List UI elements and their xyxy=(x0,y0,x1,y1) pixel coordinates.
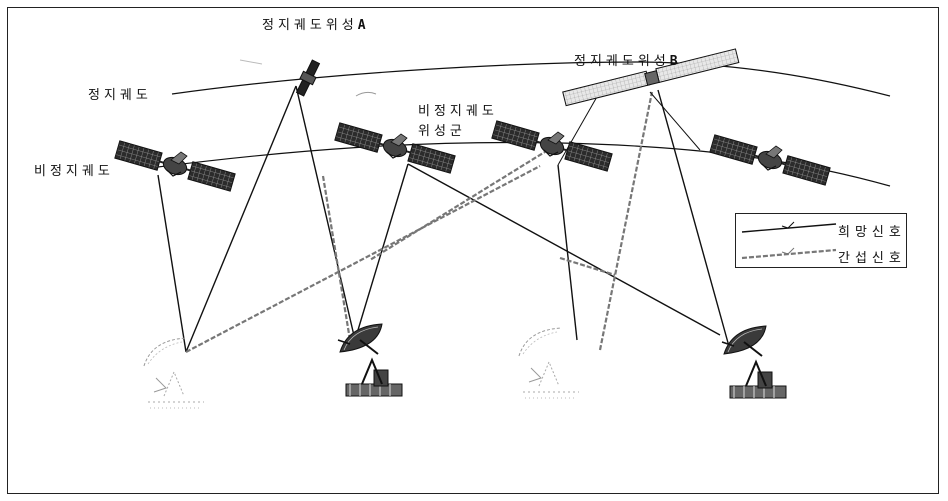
ngso-satellite-1 xyxy=(114,140,236,192)
legend-desired-signal: 희망신호 xyxy=(736,216,906,242)
earth-station-2 xyxy=(337,323,403,397)
geo-satellite-a xyxy=(295,59,321,97)
geo-satellite-a-label: 정지궤도위성A xyxy=(262,18,366,33)
legend-desired-signal-text: 희망신호 xyxy=(838,225,906,240)
ngso-constellation-label-line2: 위성군 xyxy=(418,124,466,139)
geo-orbit-line xyxy=(171,61,891,97)
geo-orbit-label: 정지궤도 xyxy=(88,88,152,103)
earth-station-4 xyxy=(721,325,787,399)
earth-station-3 xyxy=(518,327,580,399)
ngso-constellation-label-line1: 비정지궤도 xyxy=(418,104,498,119)
ngso-satellite-4 xyxy=(709,134,831,186)
interference-signal-links xyxy=(185,91,654,353)
interference-signal-swatch xyxy=(741,247,837,260)
geo-satellite-a-letter: A xyxy=(357,18,366,33)
ngso-orbit-label: 비정지궤도 xyxy=(34,164,114,179)
desired-signal-links xyxy=(157,85,731,353)
diagram-frame xyxy=(7,7,939,494)
legend-interference-signal-text: 간섭신호 xyxy=(838,251,906,266)
legend: 희망신호 간섭신호 xyxy=(735,213,907,268)
geo-satellite-b-label: 정지궤도위성B xyxy=(574,54,678,69)
desired-signal-swatch xyxy=(741,221,837,233)
ngso-satellite-3 xyxy=(491,120,613,172)
legend-interference-signal: 간섭신호 xyxy=(736,242,906,268)
geo-satellite-b-letter: B xyxy=(669,54,678,69)
geo-satellite-b xyxy=(562,48,740,107)
